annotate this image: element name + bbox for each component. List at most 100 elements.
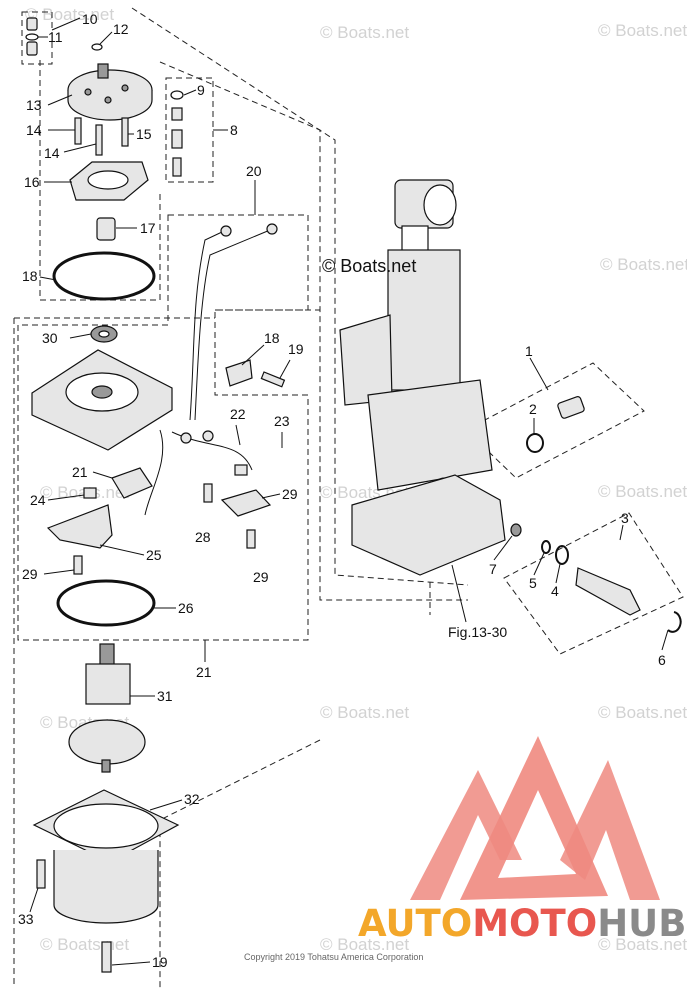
leader-line [69,333,92,339]
part-22-terminal [266,223,278,235]
part-11-oring [25,33,39,41]
part-14-bolt [95,124,103,156]
part-28-brush [234,464,248,476]
part-13-reservoir-wall [67,90,153,121]
parts-top [25,17,184,301]
callout-3: 3 [621,510,629,526]
figure-reference: Fig.13-30 [448,624,507,640]
leader-line [555,563,561,584]
leader-line [235,424,241,446]
parts-motor [31,223,286,973]
part-27-terminal [202,430,214,442]
cylinder-base [351,474,506,576]
brand-wordmark: AUTOMOTOHUB [358,902,686,945]
callout-10: 10 [82,11,98,27]
callout-27: 22 [230,406,246,422]
callout-8: 8 [230,122,238,138]
leader-line [99,31,113,45]
watermark-text: © Boats.net [40,935,129,954]
callout-30: 29 [282,486,298,502]
leader-line [493,535,513,561]
callout-29: 29 [253,569,269,585]
part-26-oring [56,579,156,627]
callout-19: 18 [264,330,280,346]
cylinder-lower-body [367,379,493,491]
callout-31: 30 [42,330,58,346]
watermark-text: © Boats.net [600,255,687,274]
callout-20: 19 [288,341,304,357]
part-5-oring [541,540,551,554]
part-8-valve [171,107,183,121]
brand-auto: AUTO [358,902,472,945]
leader-line [63,143,97,153]
watermark-text: © Boats.net [598,21,687,40]
leader-line [111,961,151,966]
part-3-manual-valve [575,567,641,616]
leader-line [183,89,197,96]
part-14-bolt [74,117,82,145]
part-4-backup-ring [555,545,569,565]
callout-26: 26 [178,600,194,616]
callout-11: 11 [48,29,63,45]
assembly-dashline [131,7,469,586]
part-2-plug [557,396,585,419]
callout-14: 14 [26,122,42,138]
logo-mark-right [560,760,660,900]
callout-18: 18 [22,268,38,284]
part-7-oring [510,523,522,537]
part-29-screw [73,555,83,575]
callout-5: 5 [529,575,537,591]
callout-34: 33 [18,911,34,927]
callout-6: 6 [658,652,666,668]
part-22-wire [194,229,271,421]
callout-4: 4 [551,583,559,599]
callout-24: 21 [72,464,88,480]
leader-line [47,494,85,501]
leader-line [43,569,75,575]
leader-line [92,471,113,479]
part-28-brush [83,487,97,499]
part-22-terminal [220,225,232,237]
part-6-circlip [667,611,682,633]
watermark-text: © Boats.net [598,935,687,954]
part-10-plug [26,41,38,56]
group-boxes [17,11,684,655]
callout-28: 23 [274,413,290,429]
leader-line [279,359,291,379]
watermark-text: © Boats.net [25,5,114,24]
part-17-coupling [96,217,116,241]
callout-23: 21 [196,664,212,680]
part-32-armature-shaft [99,643,115,667]
callout-22: 20 [246,163,262,179]
part-32-armature-core [68,719,146,765]
callout-29: 28 [195,529,211,545]
callout-29: 29 [22,566,38,582]
leader-line [47,94,73,106]
part-31-bearing-bore [98,330,110,338]
leader-line [39,276,57,281]
leader-line [661,629,669,651]
part-9-oring [170,90,184,100]
watermark-text: © Boats.net [320,23,409,42]
part-32-armature-shaft-end [101,759,111,773]
watermark-text: © Boats.net [598,482,687,501]
callout-1: 1 [525,343,533,359]
assembly-dashline [159,739,321,988]
part-15-bolt [121,117,129,147]
group-box-8 [165,77,214,183]
brand-hub: HUB [597,902,686,945]
part-19-clamp [225,359,253,387]
brand-logo: AUTOMOTOHUB [358,736,686,945]
cylinder-side-block [339,314,393,406]
brush-wire [144,429,164,516]
leader-line [533,552,545,576]
callout-14: 14 [44,145,60,161]
leader-line [261,493,281,499]
leader-line [451,564,467,623]
callout-7: 7 [489,561,497,577]
callout-17: 17 [140,220,156,236]
callout-9: 9 [197,82,205,98]
callout-32: 31 [157,688,173,704]
